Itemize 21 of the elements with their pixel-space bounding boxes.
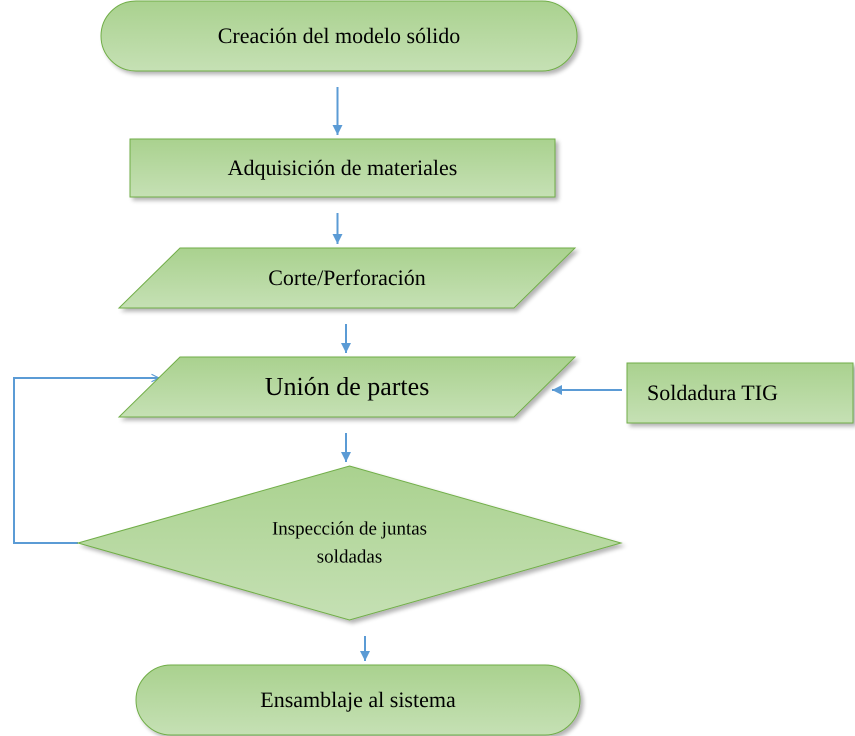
arrow — [332, 213, 342, 244]
node-label: Creación del modelo sólido — [218, 23, 460, 49]
arrow — [341, 433, 351, 462]
arrow — [341, 324, 351, 353]
data-parallelogram — [119, 357, 575, 417]
process-box — [130, 139, 555, 197]
node-label: Adquisición de materiales — [228, 155, 458, 181]
node-label: Ensamblaje al sistema — [260, 687, 456, 713]
node-label: Soldadura TIG — [647, 380, 778, 406]
terminator-shape — [136, 665, 580, 735]
decision-diamond — [78, 466, 621, 620]
arrow — [552, 385, 622, 395]
node-label: Unión de partes — [264, 372, 430, 402]
data-parallelogram — [119, 248, 575, 308]
arrow — [13, 374, 160, 544]
terminator-shape — [101, 1, 577, 71]
node-label: Inspección de juntas soldadas — [270, 517, 428, 569]
arrow — [360, 636, 370, 661]
process-box — [627, 363, 853, 423]
node-label: Corte/Perforación — [268, 265, 426, 291]
arrow — [332, 87, 342, 135]
